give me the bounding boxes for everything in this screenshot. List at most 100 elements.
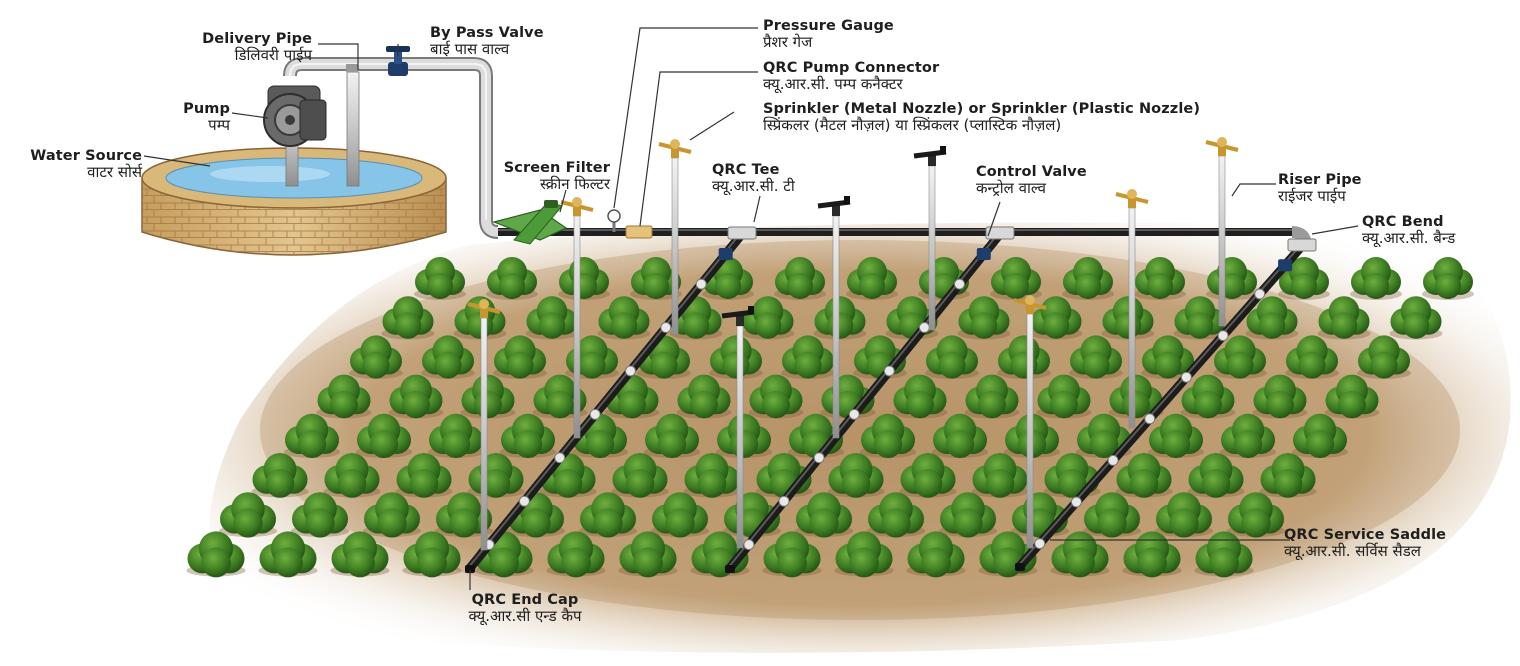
bush-leaf [489, 548, 519, 578]
bush-leaf [762, 391, 790, 419]
bush-leaf [755, 312, 782, 339]
bush-leaf [449, 508, 478, 537]
label-sprinkler-hi: स्प्रिंकलर (मैटल नौज़ल) या स्प्रिंकलर (प… [763, 117, 1200, 134]
control-valve [719, 248, 733, 260]
riser-tube [1129, 208, 1135, 428]
control-valve [977, 248, 991, 260]
screen-filter [494, 200, 566, 244]
bush-leaf [921, 548, 951, 578]
bush-leaf [938, 351, 965, 378]
label-qrc-tee-hi: क्यू.आर.सी. टी [712, 178, 795, 195]
label-qrc-service-saddle-en: QRC Service Saddle [1284, 527, 1446, 543]
bush-leaf [474, 391, 502, 419]
bush-leaf [626, 469, 655, 498]
bush-leaf [946, 430, 974, 458]
label-delivery-pipe-hi: डिलिवरी पाईप [178, 47, 312, 64]
sprinkler-head [818, 196, 850, 216]
bush-leaf [539, 312, 566, 339]
bush-leaf [1050, 391, 1078, 419]
label-qrc-service-saddle-hi: क्यू.आर.सी. सर्विस सैडल [1284, 543, 1446, 560]
label-qrc-end-cap-en: QRC End Cap [420, 592, 630, 608]
riser-tube [833, 216, 839, 438]
label-qrc-bend-hi: क्यू.आर.सी. बैन्ड [1362, 230, 1455, 247]
bush-leaf [809, 508, 838, 537]
label-water-source: Water Source वाटर सोर्स [8, 148, 142, 181]
label-by-pass-valve-en: By Pass Valve [430, 25, 544, 41]
bush-leaf [1363, 273, 1389, 299]
label-pump: Pump पम्प [150, 101, 230, 134]
bush-leaf [410, 469, 439, 498]
bush-leaf [402, 391, 430, 419]
pump-unit [264, 86, 326, 146]
bush-leaf [1259, 312, 1286, 339]
bush-leaf [953, 508, 982, 537]
service-saddle [519, 496, 529, 506]
bush-leaf [859, 273, 885, 299]
bush-leaf [1065, 548, 1095, 578]
label-sprinkler: Sprinkler (Metal Nozzle) or Sprinkler (P… [763, 101, 1200, 134]
bush-leaf [554, 469, 583, 498]
bush-leaf [1306, 430, 1334, 458]
label-riser-pipe-en: Riser Pipe [1278, 172, 1362, 188]
bush-leaf [1435, 273, 1461, 299]
sprinkler-cap [1127, 189, 1137, 199]
label-riser-pipe: Riser Pipe राईजर पाईप [1278, 172, 1362, 205]
qrc-end-cap [725, 565, 735, 573]
label-delivery-pipe: Delivery Pipe डिलिवरी पाईप [178, 31, 312, 64]
bush-leaf [362, 351, 389, 378]
riser-tube [929, 166, 935, 330]
service-saddle [779, 496, 789, 506]
qrc-end-cap [1015, 563, 1025, 571]
bush-leaf [338, 469, 367, 498]
label-riser-pipe-hi: राईजर पाईप [1278, 188, 1362, 205]
label-qrc-tee: QRC Tee क्यू.आर.सी. टी [712, 162, 795, 195]
service-saddle [1218, 331, 1228, 341]
label-qrc-service-saddle: QRC Service Saddle क्यू.आर.सी. सर्विस सै… [1284, 527, 1446, 560]
label-qrc-bend: QRC Bend क्यू.आर.सी. बैन्ड [1362, 214, 1455, 247]
sprinkler-nozzle [844, 196, 850, 204]
bush-leaf [521, 508, 550, 537]
label-control-valve-en: Control Valve [976, 164, 1087, 180]
bush-leaf [842, 469, 871, 498]
bush-leaf [730, 430, 758, 458]
service-saddle [884, 366, 894, 376]
service-saddle [661, 323, 671, 333]
bush-leaf [1226, 351, 1253, 378]
bush-leaf [1122, 391, 1150, 419]
bush-leaf [1147, 273, 1173, 299]
bush-leaf [561, 548, 591, 578]
service-saddle [1255, 289, 1265, 299]
label-pressure-gauge: Pressure Gauge प्रैशर गेज [763, 18, 894, 51]
label-qrc-pump-connector-en: QRC Pump Connector [763, 60, 939, 76]
service-saddle [849, 409, 859, 419]
bush-leaf [611, 312, 638, 339]
service-saddle [1181, 372, 1191, 382]
bush-leaf [1137, 548, 1167, 578]
sprinkler-nozzle [748, 306, 754, 314]
bush-leaf [434, 351, 461, 378]
sprinkler-head [1116, 189, 1148, 208]
bush-leaf [650, 351, 677, 378]
label-pressure-gauge-en: Pressure Gauge [763, 18, 894, 34]
bush-leaf [266, 469, 295, 498]
bush-leaf [643, 273, 669, 299]
bush-leaf [427, 273, 453, 299]
bush-leaf [978, 391, 1006, 419]
label-water-source-hi: वाटर सोर्स [8, 164, 142, 181]
bush-leaf [546, 391, 574, 419]
bush-leaf [1403, 312, 1430, 339]
bush-leaf [722, 351, 749, 378]
bush-leaf [1187, 312, 1214, 339]
bush-leaf [715, 273, 741, 299]
label-water-source-en: Water Source [8, 148, 142, 164]
sprinkler-head [561, 197, 593, 216]
label-pump-en: Pump [150, 101, 230, 117]
sprinkler-cap [670, 139, 680, 149]
sprinkler-cap [1025, 295, 1035, 305]
bush-leaf [690, 391, 718, 419]
label-control-valve-hi: कन्ट्रोल वाल्व [976, 180, 1087, 197]
service-saddle [744, 540, 754, 550]
bush-leaf [506, 351, 533, 378]
label-pressure-gauge-hi: प्रैशर गेज [763, 34, 894, 51]
service-saddle [1071, 497, 1081, 507]
